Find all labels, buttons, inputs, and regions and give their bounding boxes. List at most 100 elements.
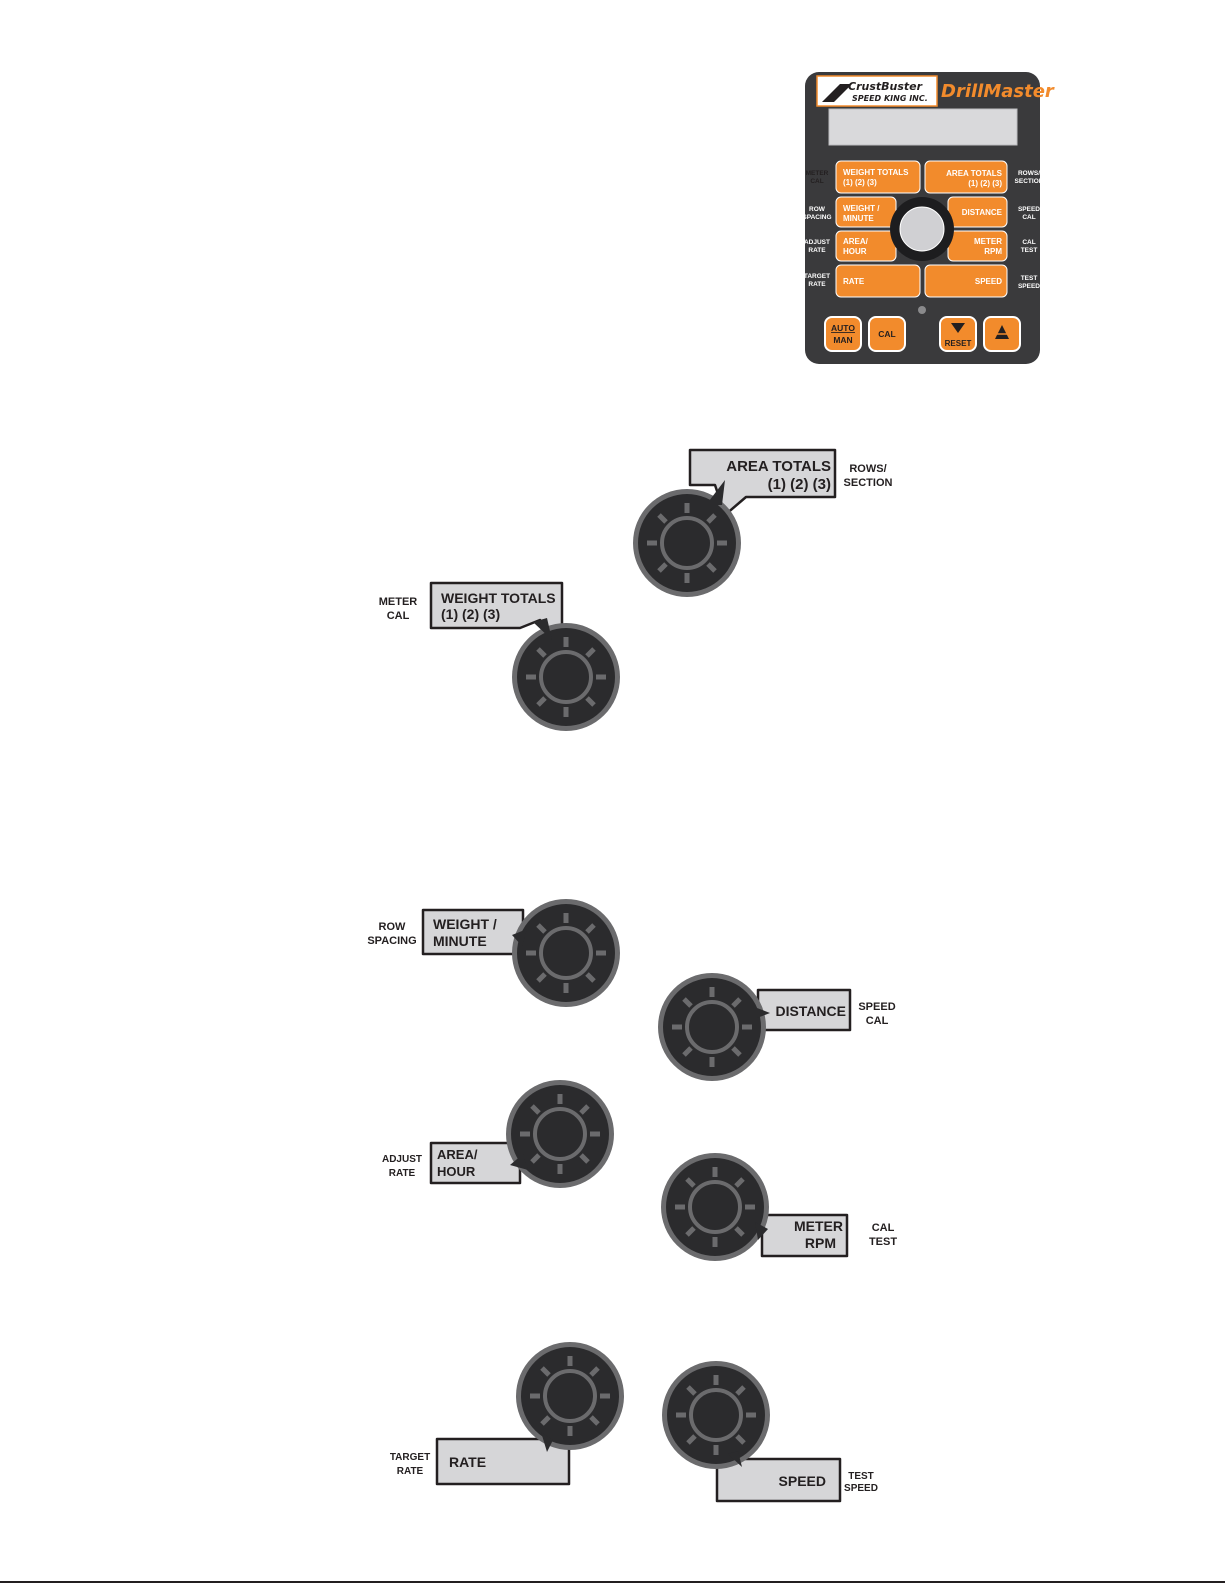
svg-text:WEIGHT TOTALS: WEIGHT TOTALS xyxy=(843,168,909,177)
callout-distance: DISTANCE SPEED CAL xyxy=(658,973,896,1081)
callout-rate: RATE TARGET RATE xyxy=(390,1342,624,1486)
weight-totals-label-1: WEIGHT TOTALS xyxy=(441,590,556,606)
key-weight-minute[interactable]: WEIGHT / MINUTE xyxy=(835,196,897,228)
speed-label: SPEED xyxy=(779,1473,826,1489)
svg-text:HOUR: HOUR xyxy=(843,247,867,256)
area-totals-label-1: AREA TOTALS xyxy=(726,458,831,475)
test-speed-label-2: SPEED xyxy=(844,1483,878,1494)
key-area-totals[interactable]: AREA TOTALS (1) (2) (3) xyxy=(924,160,1008,194)
rows-section-label-1: ROWS/ xyxy=(849,463,886,475)
weight-minute-label-2: MINUTE xyxy=(433,933,487,949)
weight-totals-label-2: (1) (2) (3) xyxy=(441,606,500,622)
svg-text:CAL: CAL xyxy=(878,329,895,339)
control-panel: CrustBuster SPEED KING INC. DrillMaster … xyxy=(802,72,1055,364)
center-dial-cap xyxy=(899,206,945,252)
brand-top-text: CrustBuster xyxy=(848,80,923,93)
lcd-screen xyxy=(828,108,1018,146)
key-distance[interactable]: DISTANCE xyxy=(947,196,1008,228)
area-hour-label-2: HOUR xyxy=(437,1164,476,1179)
target-rate-label-1: TARGET xyxy=(390,1452,430,1463)
adjust-rate-label-1: ADJUST xyxy=(382,1154,422,1165)
svg-text:AREA/: AREA/ xyxy=(843,237,869,246)
cal-test-label-1: CAL xyxy=(872,1222,895,1234)
callout-weight-minute: WEIGHT / MINUTE ROW SPACING xyxy=(367,899,620,1007)
product-name: DrillMaster xyxy=(941,81,1055,102)
svg-text:(1) (2) (3): (1) (2) (3) xyxy=(843,178,877,187)
area-totals-label-2: (1) (2) (3) xyxy=(768,476,831,493)
distance-knob-icon xyxy=(658,973,766,1081)
panel-side-speed-cal-1: SPEED xyxy=(1018,206,1040,213)
meter-cal-label-1: METER xyxy=(379,596,418,608)
panel-side-meter-cal-1: METER xyxy=(806,170,829,177)
meter-rpm-label-2: RPM xyxy=(805,1235,836,1251)
cal-test-label-2: TEST xyxy=(869,1236,897,1248)
panel-side-row-spacing-2: SPACING xyxy=(802,214,831,221)
panel-side-adjust-rate-1: ADJUST xyxy=(804,239,830,246)
rows-section-label-2: SECTION xyxy=(844,477,893,489)
svg-text:MAN: MAN xyxy=(833,335,852,345)
callout-speed: SPEED TEST SPEED xyxy=(662,1361,878,1503)
speed-cal-label-1: SPEED xyxy=(858,1001,895,1013)
svg-text:RATE: RATE xyxy=(843,277,865,286)
down-reset-button[interactable]: RESET xyxy=(939,316,977,352)
panel-side-rows-section-1: ROWS/ xyxy=(1018,170,1040,177)
cal-button[interactable]: CAL xyxy=(868,316,906,352)
panel-side-speed-cal-2: CAL xyxy=(1022,214,1035,221)
callout-meter-rpm: METER RPM CAL TEST xyxy=(661,1153,897,1261)
svg-text:RESET: RESET xyxy=(945,339,972,348)
distance-label: DISTANCE xyxy=(775,1003,846,1019)
up-plus-button[interactable] xyxy=(983,316,1021,352)
svg-text:METER: METER xyxy=(974,237,1002,246)
panel-side-target-rate-1: TARGET xyxy=(804,273,830,280)
meter-rpm-label-1: METER xyxy=(794,1218,843,1234)
key-weight-totals[interactable]: WEIGHT TOTALS (1) (2) (3) xyxy=(835,160,921,194)
key-rate[interactable]: RATE xyxy=(835,264,921,298)
panel-side-cal-test-1: CAL xyxy=(1022,239,1035,246)
panel-side-row-spacing-1: ROW xyxy=(809,206,826,213)
panel-side-adjust-rate-2: RATE xyxy=(808,247,826,254)
svg-text:MINUTE: MINUTE xyxy=(843,214,874,223)
weight-minute-knob-icon xyxy=(512,899,620,1007)
callout-weight-totals: WEIGHT TOTALS (1) (2) (3) METER CAL xyxy=(379,581,620,731)
brand-logo: CrustBuster SPEED KING INC. xyxy=(816,75,938,107)
speed-cal-label-2: CAL xyxy=(866,1015,889,1027)
panel-side-test-speed-1: TEST xyxy=(1021,275,1038,282)
up-arrow-icon xyxy=(995,325,1009,339)
meter-cal-label-2: CAL xyxy=(387,610,410,622)
key-meter-rpm[interactable]: METER RPM xyxy=(947,230,1008,262)
panel-side-target-rate-2: RATE xyxy=(808,281,826,288)
key-area-hour[interactable]: AREA/ HOUR xyxy=(835,230,897,262)
down-arrow-icon xyxy=(951,323,965,333)
brand-bottom-text: SPEED KING INC. xyxy=(852,94,928,103)
panel-side-meter-cal-2: CAL xyxy=(810,178,823,185)
adjust-rate-label-2: RATE xyxy=(389,1168,416,1179)
target-rate-label-2: RATE xyxy=(397,1466,424,1477)
panel-side-rows-section-2: SECTION xyxy=(1015,178,1044,185)
area-totals-knob-icon xyxy=(633,489,741,597)
svg-text:AUTO: AUTO xyxy=(831,323,855,333)
area-hour-knob-icon xyxy=(506,1080,614,1188)
rate-knob-icon xyxy=(516,1342,624,1450)
test-speed-label-1: TEST xyxy=(848,1471,874,1482)
callout-area-totals: AREA TOTALS (1) (2) (3) ROWS/ SECTION xyxy=(633,448,893,597)
rate-label: RATE xyxy=(449,1454,486,1470)
svg-text:WEIGHT /: WEIGHT / xyxy=(843,204,880,213)
key-speed[interactable]: SPEED xyxy=(924,264,1008,298)
status-led xyxy=(918,306,926,314)
svg-text:AREA TOTALS: AREA TOTALS xyxy=(946,169,1003,178)
weight-minute-label-1: WEIGHT / xyxy=(433,916,497,932)
panel-side-test-speed-2: SPEED xyxy=(1018,283,1040,290)
area-hour-label-1: AREA/ xyxy=(437,1147,478,1162)
speed-knob-icon xyxy=(662,1361,770,1469)
weight-totals-knob-icon xyxy=(512,623,620,731)
row-spacing-label-2: SPACING xyxy=(367,935,416,947)
callout-area-hour: AREA/ HOUR ADJUST RATE xyxy=(382,1080,614,1188)
auto-man-button[interactable]: AUTO MAN xyxy=(824,316,862,352)
row-spacing-label-1: ROW xyxy=(379,921,407,933)
svg-text:DISTANCE: DISTANCE xyxy=(962,208,1003,217)
svg-text:SPEED: SPEED xyxy=(975,277,1002,286)
svg-text:RPM: RPM xyxy=(984,247,1002,256)
svg-text:(1) (2) (3): (1) (2) (3) xyxy=(968,179,1002,188)
panel-side-cal-test-2: TEST xyxy=(1021,247,1038,254)
